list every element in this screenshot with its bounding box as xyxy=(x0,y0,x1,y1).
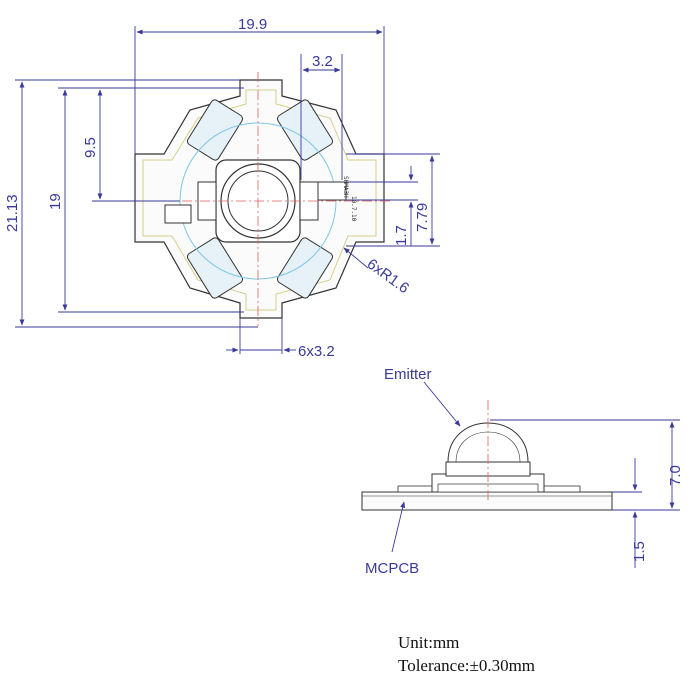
dim-corner-radius-label: 6xR1.6 xyxy=(364,255,412,297)
dim-pad-offset-label: 7.79 xyxy=(414,203,431,232)
pad-bottom-right xyxy=(276,237,334,299)
unit-note: Unit:mm xyxy=(398,633,459,652)
side-view-dimensions xyxy=(391,381,680,568)
top-view: SHMA3H 10.7.10 xyxy=(128,72,392,326)
dim-half-height-label: 9.5 xyxy=(82,137,99,158)
contact-pad-left xyxy=(164,204,192,224)
top-view-dimensions xyxy=(15,26,440,354)
dim-total-height-label: 7.0 xyxy=(667,465,684,486)
contact-pad-right xyxy=(317,181,347,201)
dim-slot-width-label: 6x3.2 xyxy=(298,343,335,360)
mcpcb-board xyxy=(361,491,613,511)
dim-pad-width-label: 1.7 xyxy=(393,225,410,246)
board-marking-2: 10.7.10 xyxy=(350,196,357,222)
copper-trace-outline xyxy=(142,89,377,311)
mcpcb-label: MCPCB xyxy=(365,560,419,577)
dim-leader-corner-radius xyxy=(343,247,369,269)
board-trace-left xyxy=(397,485,435,493)
pad-bottom-left xyxy=(186,237,244,299)
board-trace-right xyxy=(543,485,581,493)
solder-pads xyxy=(186,99,334,299)
pad-top-left xyxy=(186,99,244,161)
dim-board-thickness-label: 1.5 xyxy=(631,541,648,562)
tolerance-note: Tolerance:±0.30mm xyxy=(398,656,535,675)
dim-width-label: 19.9 xyxy=(238,16,267,33)
dim-height-total-label: 21.13 xyxy=(4,194,21,232)
emitter-label: Emitter xyxy=(384,366,432,383)
dim-slot-offset-label: 3.2 xyxy=(312,53,333,70)
board-marking-1: SHMA3H xyxy=(342,176,349,198)
emitter-leader xyxy=(423,381,461,427)
dim-height-flat-label: 19 xyxy=(47,193,64,210)
mcpcb-leader xyxy=(391,501,406,553)
side-view xyxy=(361,400,613,511)
